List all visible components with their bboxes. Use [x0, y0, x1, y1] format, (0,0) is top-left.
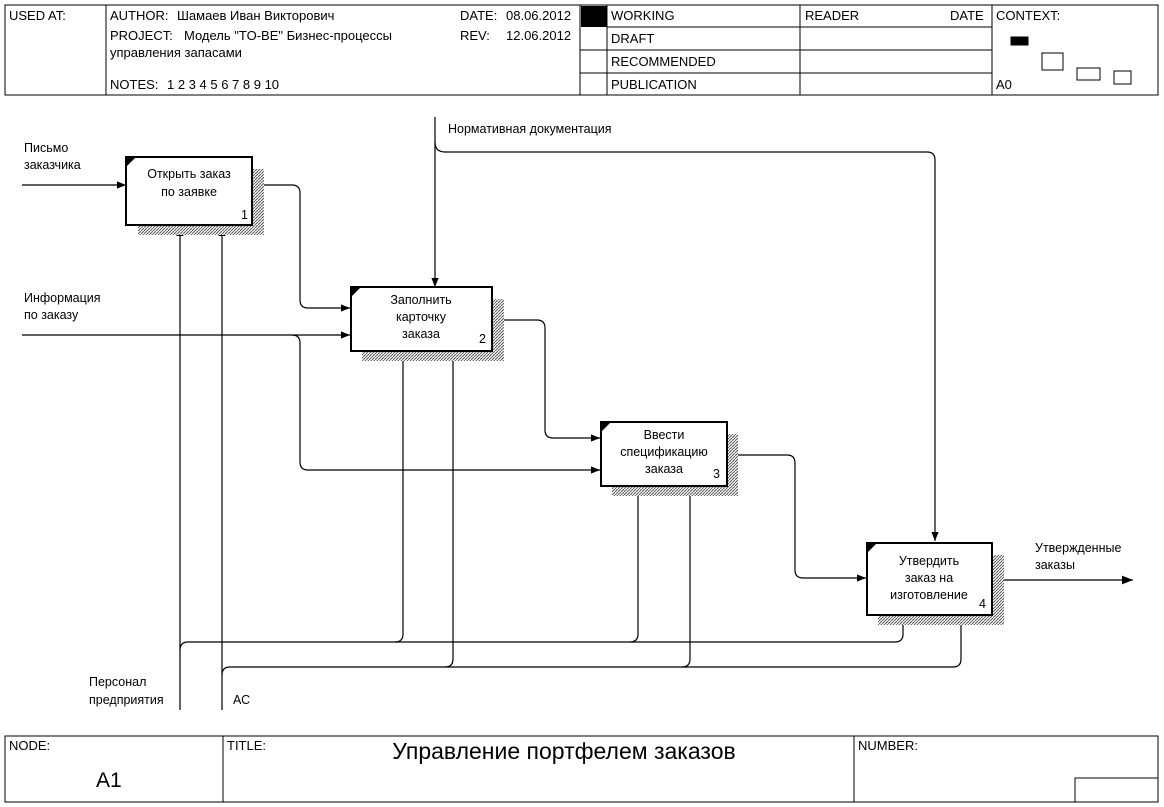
box-3-line-1: Ввести — [644, 428, 685, 442]
reader-label: READER — [805, 8, 859, 23]
context-thumbnail — [1010, 36, 1132, 85]
date-value: 08.06.2012 — [506, 8, 571, 23]
context-node: A0 — [996, 77, 1012, 92]
status-recommended: RECOMMENDED — [611, 54, 716, 69]
footer-frame — [4, 735, 1159, 803]
arrow-as-to-box4 — [682, 616, 965, 668]
box-4-line-2: заказ на — [905, 571, 953, 585]
box-1-line-1: Открыть заказ — [147, 167, 231, 181]
status-publication: PUBLICATION — [611, 77, 697, 92]
arrow-as-to-box3 — [445, 487, 694, 668]
box-3[interactable]: Ввести спецификацию заказа 3 — [600, 421, 738, 496]
author-label: AUTHOR: — [110, 8, 169, 23]
box-corner-mark — [602, 423, 610, 431]
box-3-line-3: заказа — [645, 462, 683, 476]
arrow-staff-to-box4 — [630, 616, 907, 643]
label-letter-2: заказчика — [24, 158, 81, 172]
label-as: АС — [233, 693, 250, 707]
box-4-number: 4 — [979, 597, 986, 611]
status-draft: DRAFT — [611, 31, 654, 46]
box-2-number: 2 — [479, 332, 486, 346]
arrow-norm-to-box4 — [434, 141, 939, 541]
arrow-staff-to-box2 — [179, 352, 407, 651]
label-info-1: Информация — [24, 291, 101, 305]
label-approved-1: Утвержденные — [1035, 541, 1121, 555]
project-label: PROJECT: — [110, 28, 173, 43]
box-1-line-2: по заявке — [161, 185, 217, 199]
date-label: DATE: — [460, 8, 497, 23]
arrow-box1-to-box2 — [252, 184, 350, 312]
label-staff-1: Персонал — [89, 675, 146, 689]
working-status-marker — [581, 6, 607, 27]
project-line-2: управления запасами — [110, 45, 242, 60]
arrow-as-to-box2 — [221, 352, 457, 676]
box-3-number: 3 — [713, 467, 720, 481]
box-1[interactable]: Открыть заказ по заявке 1 — [125, 156, 264, 235]
header-frame — [4, 4, 1159, 96]
box-2-line-2: карточку — [396, 310, 447, 324]
box-4-line-3: изготовление — [890, 588, 968, 602]
box-corner-mark — [868, 544, 876, 552]
notes-label: NOTES: — [110, 77, 158, 92]
project-line-1: Модель "TO-BE" Бизнес-процессы — [184, 28, 392, 43]
number-label: NUMBER: — [858, 738, 918, 753]
label-info-2: по заказу — [24, 308, 79, 322]
reader-date-label: DATE — [950, 8, 984, 23]
title-label: TITLE: — [227, 738, 266, 753]
rev-value: 12.06.2012 — [506, 28, 571, 43]
arrow-staff-to-box3 — [395, 487, 642, 643]
label-letter-1: Письмо — [24, 141, 68, 155]
box-2[interactable]: Заполнить карточку заказа 2 — [350, 286, 504, 361]
used-at-label: USED AT: — [9, 8, 66, 23]
diagram-title: Управление портфелем заказов — [392, 738, 735, 764]
label-norm: Нормативная документация — [448, 122, 612, 136]
box-3-line-2: спецификацию — [620, 445, 708, 459]
box-border — [600, 421, 728, 487]
context-label: CONTEXT: — [996, 8, 1060, 23]
node-label: NODE: — [9, 738, 50, 753]
arrow-box2-to-box3 — [492, 319, 600, 442]
arrow-info-to-box3 — [291, 334, 600, 474]
box-4[interactable]: Утвердить заказ на изготовление 4 — [866, 542, 1004, 625]
author-name: Шамаев Иван Викторович — [177, 8, 334, 23]
label-approved-2: заказы — [1035, 558, 1075, 572]
notes-value: 1 2 3 4 5 6 7 8 9 10 — [167, 77, 279, 92]
box-1-number: 1 — [241, 208, 248, 222]
arrow-box3-to-box4 — [727, 454, 866, 582]
rev-label: REV: — [460, 28, 490, 43]
box-border — [866, 542, 993, 616]
box-2-line-1: Заполнить — [390, 293, 451, 307]
box-corner-mark — [352, 288, 360, 296]
arrows — [22, 117, 1133, 710]
box-4-line-1: Утвердить — [899, 554, 959, 568]
status-working: WORKING — [611, 8, 675, 23]
node-value: A1 — [96, 769, 122, 792]
box-corner-mark — [127, 158, 135, 166]
label-staff-2: предприятия — [89, 693, 164, 707]
box-2-line-3: заказа — [402, 327, 440, 341]
box-border — [350, 286, 493, 352]
box-border — [125, 156, 253, 226]
